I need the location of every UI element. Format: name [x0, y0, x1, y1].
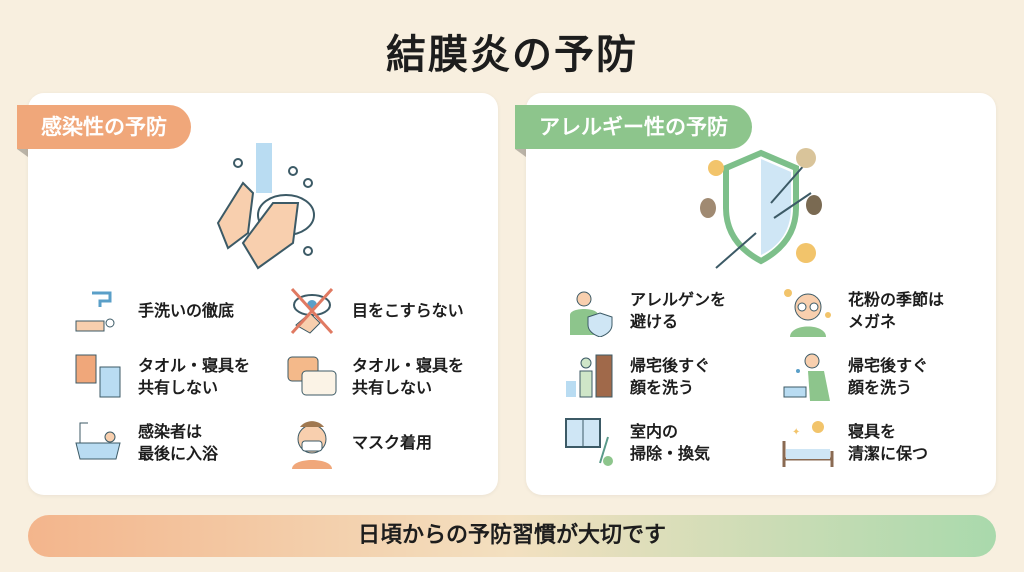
list-item: 感染者は 最後に入浴 — [72, 417, 292, 469]
allergic-heading: アレルギー性の予防 — [515, 105, 752, 157]
svg-text:✦: ✦ — [792, 427, 800, 438]
shield-allergen-icon — [700, 148, 822, 269]
list-item: アレルゲンを 避ける — [564, 285, 784, 337]
page-title: 結膜炎の予防 — [386, 32, 638, 78]
list-item: 室内の 掃除・換気 — [564, 417, 784, 469]
person-shield-icon — [570, 291, 613, 337]
footer-banner: 日頃からの予防習慣が大切です — [28, 515, 996, 557]
pillow-icon — [287, 356, 337, 396]
list-item: ✦ 寝具を 清潔に保つ — [782, 417, 1002, 469]
no-eye-rubbing-icon — [290, 287, 334, 335]
bed-sun-icon: ✦ — [782, 421, 834, 467]
list-item: タオル・寝具を 共有しない — [72, 351, 292, 403]
face-washing-icon — [783, 353, 830, 401]
handwashing-icon — [216, 143, 315, 270]
allergic-prevention-card: アレルギー性の予防 アレルゲンを 避ける 花粉の季節は メガネ 帰宅後すぐ 顔を… — [515, 93, 996, 495]
towel-icon — [75, 354, 121, 398]
handwash-faucet-icon — [75, 291, 115, 332]
entering-home-icon — [566, 354, 613, 398]
infectious-heading: 感染性の予防 — [17, 105, 191, 157]
list-item: 手洗いの徹底 — [72, 285, 292, 337]
bathtub-icon — [75, 422, 121, 460]
list-item: 帰宅後すぐ 顔を洗う — [782, 351, 1002, 403]
list-item: タオル・寝具を 共有しない — [286, 351, 506, 403]
mask-person-icon — [292, 421, 332, 469]
glasses-person-icon — [784, 289, 831, 337]
list-item: 花粉の季節は メガネ — [782, 285, 1002, 337]
list-item: 帰宅後すぐ 顔を洗う — [564, 351, 784, 403]
infectious-prevention-card: 感染性の予防 手洗いの徹底 目をこすらない タオル・寝具を 共有しない タオル・… — [17, 93, 498, 495]
list-item: マスク着用 — [286, 417, 506, 469]
list-item: 目をこすらない — [286, 285, 506, 337]
window-vacuum-icon — [565, 418, 613, 466]
